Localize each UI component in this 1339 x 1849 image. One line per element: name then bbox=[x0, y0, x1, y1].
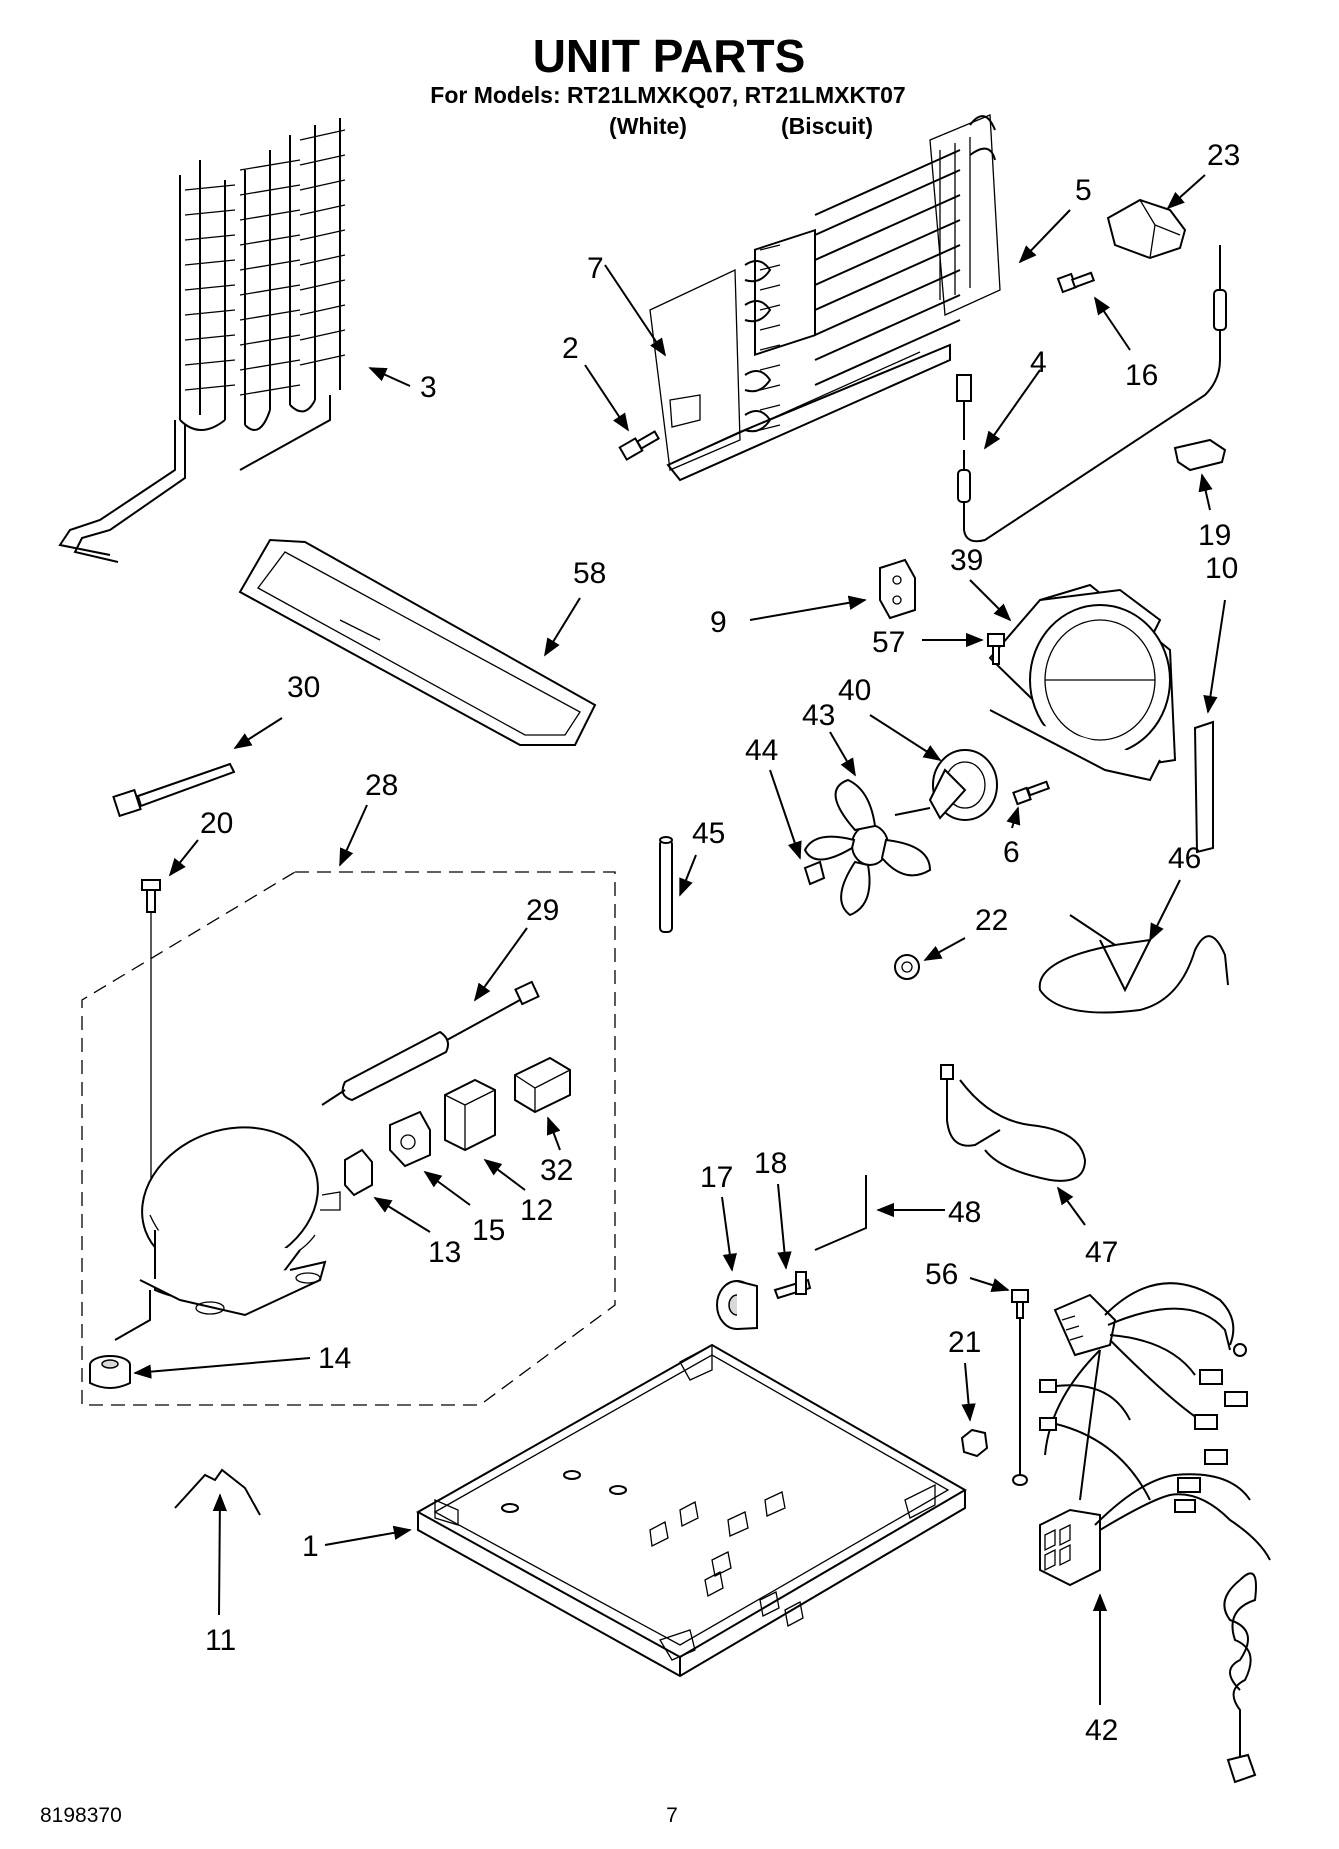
page-title: UNIT PARTS bbox=[533, 30, 806, 82]
callout-3: 3 bbox=[420, 371, 437, 404]
part-nut-21 bbox=[960, 1428, 989, 1458]
callout-30: 30 bbox=[287, 671, 320, 704]
part-fan-blade bbox=[803, 778, 932, 917]
callout-10: 10 bbox=[1205, 552, 1238, 585]
callout-39: 39 bbox=[950, 544, 983, 577]
part-roller-axle bbox=[773, 1271, 812, 1300]
callout-57: 57 bbox=[872, 626, 905, 659]
part-bracket-9 bbox=[879, 558, 916, 620]
callout-2: 2 bbox=[562, 332, 579, 365]
callout-16: 16 bbox=[1125, 359, 1158, 392]
callout-21: 21 bbox=[948, 1326, 981, 1359]
callout-43: 43 bbox=[802, 699, 835, 732]
callout-42: 42 bbox=[1085, 1714, 1118, 1747]
part-screw-56 bbox=[1011, 1289, 1029, 1486]
callout-28: 28 bbox=[365, 769, 398, 802]
part-water-tube bbox=[940, 1064, 1087, 1182]
callout-56: 56 bbox=[925, 1258, 958, 1291]
part-screw-16 bbox=[1056, 271, 1096, 294]
callout-13: 13 bbox=[428, 1236, 461, 1269]
callout-18: 18 bbox=[754, 1147, 787, 1180]
callout-47: 47 bbox=[1085, 1236, 1118, 1269]
callout-12: 12 bbox=[520, 1194, 553, 1227]
callout-58: 58 bbox=[573, 557, 606, 590]
part-defrost-sensor bbox=[956, 245, 1227, 543]
part-pin bbox=[659, 836, 673, 933]
part-fan-motor bbox=[894, 749, 998, 821]
callout-45: 45 bbox=[692, 817, 725, 850]
callout-46: 46 bbox=[1168, 842, 1201, 875]
part-condenser-coil bbox=[58, 118, 346, 563]
callout-15: 15 bbox=[472, 1214, 505, 1247]
callout-32: 32 bbox=[540, 1154, 573, 1187]
callout-1: 1 bbox=[302, 1530, 319, 1563]
part-screw-57 bbox=[987, 633, 1005, 665]
variant-biscuit: (Biscuit) bbox=[781, 113, 873, 139]
callout-40: 40 bbox=[838, 674, 871, 707]
part-filter-drier bbox=[321, 980, 540, 1106]
part-wire-clip bbox=[174, 1468, 261, 1516]
part-screw-20 bbox=[141, 879, 161, 913]
part-screw-6 bbox=[1012, 780, 1051, 806]
part-compressor bbox=[114, 1126, 341, 1341]
part-screw-2 bbox=[618, 430, 661, 461]
part-drain-trough bbox=[238, 538, 597, 746]
callout-17: 17 bbox=[700, 1161, 733, 1194]
part-base-plate bbox=[415, 1343, 967, 1678]
part-roller bbox=[716, 1280, 758, 1330]
compressor-group-boundary bbox=[81, 871, 616, 1406]
page-number: 7 bbox=[666, 1804, 678, 1827]
part-retainer-clip bbox=[803, 860, 826, 886]
callout-29: 29 bbox=[526, 894, 559, 927]
document-number: 8198370 bbox=[40, 1804, 122, 1827]
callout-11: 11 bbox=[205, 1624, 236, 1657]
part-nut bbox=[894, 954, 920, 980]
part-relay bbox=[444, 1078, 496, 1152]
callout-44: 44 bbox=[745, 734, 778, 767]
callout-19: 19 bbox=[1198, 519, 1231, 552]
callout-22: 22 bbox=[975, 904, 1008, 937]
part-cover-cap bbox=[1106, 198, 1187, 260]
variant-white: (White) bbox=[609, 113, 687, 139]
callout-48: 48 bbox=[948, 1196, 981, 1229]
callout-6: 6 bbox=[1003, 836, 1020, 869]
models-line: For Models: RT21LMXKQ07, RT21LMXKT07 bbox=[430, 82, 905, 108]
callout-7: 7 bbox=[587, 252, 604, 285]
part-overload bbox=[389, 1110, 431, 1168]
callout-23: 23 bbox=[1207, 139, 1240, 172]
part-fan-shroud bbox=[988, 583, 1177, 782]
callout-20: 20 bbox=[200, 807, 233, 840]
part-evaporator bbox=[649, 114, 1001, 482]
callout-4: 4 bbox=[1030, 346, 1047, 379]
callout-9: 9 bbox=[710, 606, 727, 639]
callout-14: 14 bbox=[318, 1342, 351, 1375]
part-grommet bbox=[89, 1355, 131, 1389]
part-capacitor bbox=[514, 1056, 571, 1114]
part-l-tube bbox=[814, 1175, 867, 1251]
part-clip bbox=[1173, 438, 1227, 472]
part-terminal-cover bbox=[344, 1148, 373, 1197]
part-wire-harness bbox=[1039, 1282, 1271, 1784]
part-cable-tie bbox=[112, 762, 236, 818]
callout-5: 5 bbox=[1075, 174, 1092, 207]
part-gasket-strip bbox=[1193, 720, 1214, 854]
part-drain-tube bbox=[1038, 914, 1229, 1014]
